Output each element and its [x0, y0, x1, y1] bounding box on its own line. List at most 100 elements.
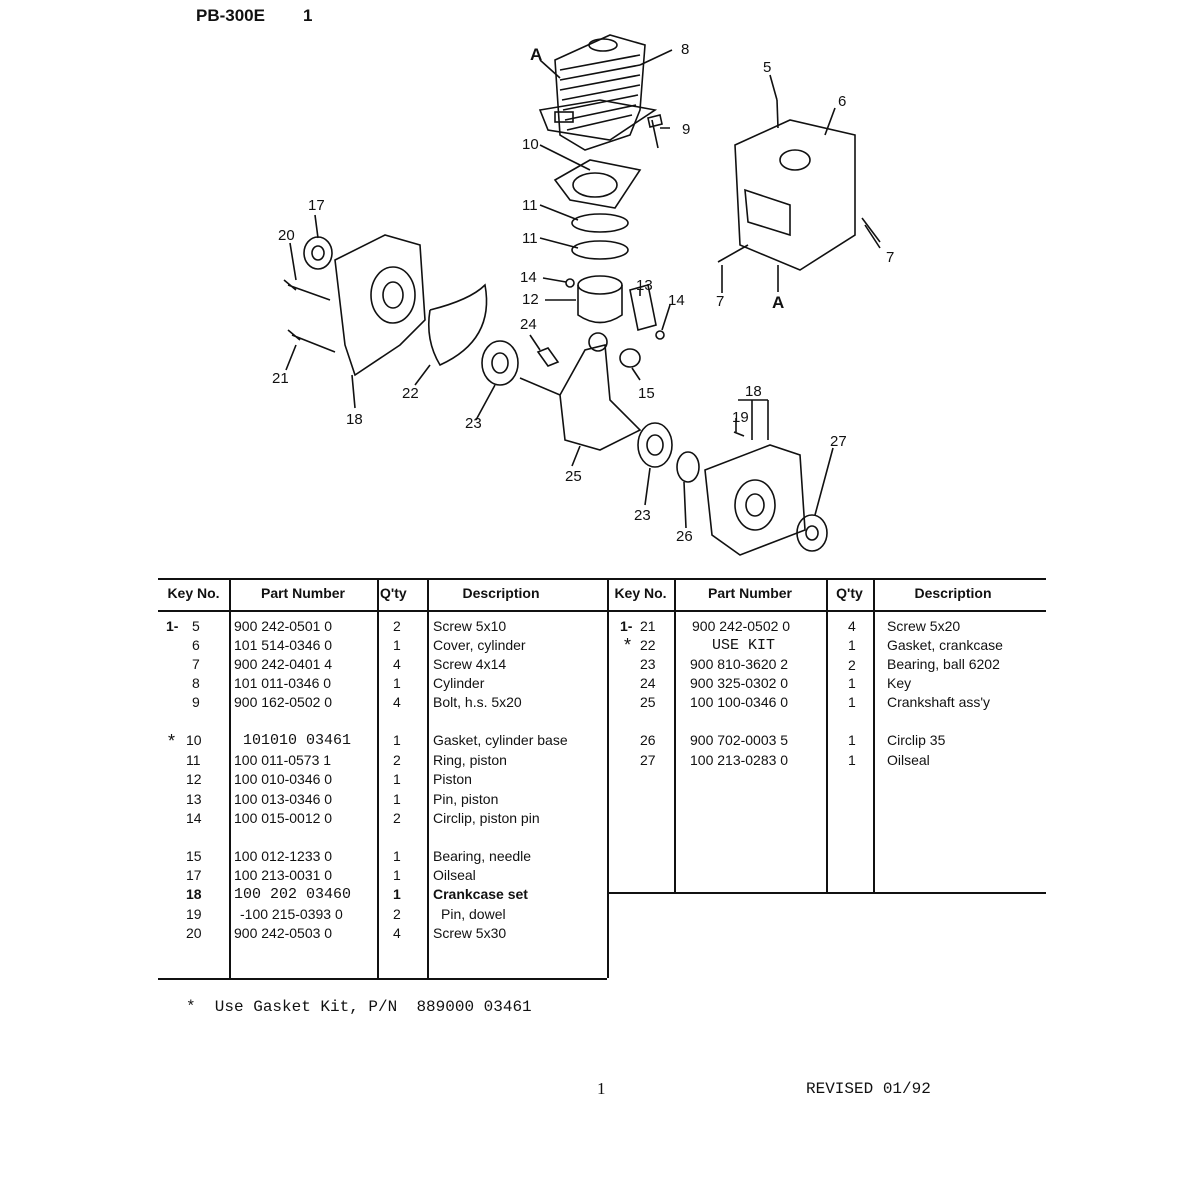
callout-7-b: 7 — [716, 293, 724, 310]
row-description: Bearing, ball 6202 — [887, 656, 1000, 672]
row-key: 23 — [640, 656, 656, 672]
col-header-key-no-right: Key No. — [614, 585, 667, 601]
row-qty: 4 — [393, 925, 401, 941]
col-divider — [377, 578, 379, 978]
row-part-number: 100 213-0031 0 — [234, 867, 333, 883]
callout-a-b: A — [772, 293, 784, 312]
row-key: 20 — [186, 925, 202, 941]
key-drawing — [536, 347, 560, 367]
row-key: 15 — [186, 848, 202, 864]
row-prefix: * — [168, 731, 176, 751]
row-description: Crankshaft ass'y — [887, 694, 991, 710]
row-description: Cylinder — [433, 675, 485, 691]
cylinder-cover-drawing — [734, 119, 856, 271]
row-description: Circlip 35 — [887, 732, 946, 748]
cover-screw-drawing-3 — [861, 217, 881, 243]
col-divider — [674, 578, 676, 892]
row-part-number: 100 015-0012 0 — [234, 810, 333, 826]
oilseal-drawing-2 — [796, 514, 828, 552]
row-description: Screw 5x10 — [433, 618, 507, 634]
col-header-key-no: Key No. — [167, 585, 220, 601]
table-header-rule — [158, 610, 1046, 612]
row-description: Screw 5x30 — [433, 925, 507, 941]
crankcase-left-drawing — [334, 234, 426, 377]
diagram-callouts: A 8 9 10 11 11 14 12 13 14 24 15 5 6 7 7… — [272, 41, 894, 545]
col-header-part-number-right: Part Number — [707, 585, 793, 601]
circlip-drawing-2 — [655, 330, 665, 340]
col-header-qty-right: Q'ty — [836, 585, 863, 601]
row-key: 13 — [186, 791, 202, 807]
row-part-number: 900 242-0502 0 — [692, 618, 791, 634]
col-header-part-number: Part Number — [260, 585, 346, 601]
row-description: Bolt, h.s. 5x20 — [433, 694, 522, 710]
row-part-number: 900 242-0501 0 — [234, 618, 333, 634]
table-bottom-rule-right — [607, 892, 1046, 894]
row-qty: 4 — [393, 694, 401, 710]
row-part-number: 900 325-0302 0 — [690, 675, 789, 691]
bolt-drawing — [647, 114, 663, 149]
piston-ring-drawing-2 — [571, 240, 629, 260]
row-key: 9 — [192, 694, 200, 710]
row-part-number: 100 100-0346 0 — [690, 694, 789, 710]
row-part-number: -100 215-0393 0 — [240, 906, 343, 922]
row-description: Pin, dowel — [441, 906, 506, 922]
row-prefix: * — [624, 635, 632, 655]
row-key: 10 — [186, 732, 202, 748]
callout-a: A — [530, 45, 542, 64]
callout-6: 6 — [838, 93, 846, 110]
row-key: 21 — [640, 618, 656, 634]
dowel-pin-drawing — [733, 431, 745, 437]
callout-27: 27 — [830, 433, 847, 450]
row-key: 17 — [186, 867, 202, 883]
row-qty: 2 — [393, 618, 401, 634]
callout-15: 15 — [638, 385, 655, 402]
row-description: Circlip, piston pin — [433, 810, 540, 826]
row-description: Bearing, needle — [433, 848, 532, 864]
row-qty: 1 — [393, 867, 401, 883]
callout-8: 8 — [681, 41, 689, 58]
oilseal-drawing — [303, 236, 333, 270]
circlip-35-drawing — [676, 451, 700, 483]
row-key: 24 — [640, 675, 656, 691]
cover-screw-drawing — [776, 99, 779, 129]
piston-pin-drawing — [629, 283, 657, 332]
row-prefix: 1- — [166, 618, 179, 634]
row-key: 5 — [192, 618, 200, 634]
row-key: 19 — [186, 906, 202, 922]
callout-11-b: 11 — [522, 230, 538, 247]
row-part-number: 101 011-0346 0 — [234, 675, 332, 691]
row-part-number: 900 242-0503 0 — [234, 925, 333, 941]
row-qty: 4 — [393, 656, 401, 672]
callout-14-b: 14 — [668, 292, 685, 309]
row-qty: 1 — [393, 886, 401, 902]
callout-18: 18 — [346, 411, 363, 428]
row-key: 22 — [640, 637, 656, 653]
crankcase-gasket-drawing — [427, 283, 488, 367]
row-qty: 2 — [848, 657, 856, 673]
row-qty: 1 — [393, 675, 401, 691]
ball-bearing-drawing — [481, 340, 519, 386]
row-qty: 1 — [848, 637, 856, 653]
row-qty: 1 — [848, 675, 856, 691]
row-qty: 2 — [393, 810, 401, 826]
revision-date: REVISED 01/92 — [806, 1080, 931, 1098]
row-key: 12 — [186, 771, 202, 787]
row-key: 25 — [640, 694, 656, 710]
screw-drawing-2 — [287, 329, 336, 353]
col-header-qty: Q'ty — [380, 585, 407, 601]
callout-24: 24 — [520, 316, 537, 333]
row-description: Gasket, cylinder base — [433, 732, 568, 748]
row-key: 26 — [640, 732, 656, 748]
row-qty: 2 — [393, 906, 401, 922]
callout-14: 14 — [520, 269, 537, 286]
needle-bearing-drawing — [619, 348, 641, 368]
row-description: Pin, piston — [433, 791, 499, 807]
callout-5: 5 — [763, 59, 771, 76]
gasket-kit-footnote: * Use Gasket Kit, P/N 889000 03461 — [186, 998, 532, 1016]
piston-ring-drawing — [571, 213, 629, 233]
row-part-number: 900 242-0401 4 — [234, 656, 333, 672]
row-qty: 1 — [393, 848, 401, 864]
cover-screw-drawing-2 — [717, 244, 749, 263]
cylinder-drawing — [538, 34, 658, 151]
row-qty: 4 — [848, 618, 856, 634]
